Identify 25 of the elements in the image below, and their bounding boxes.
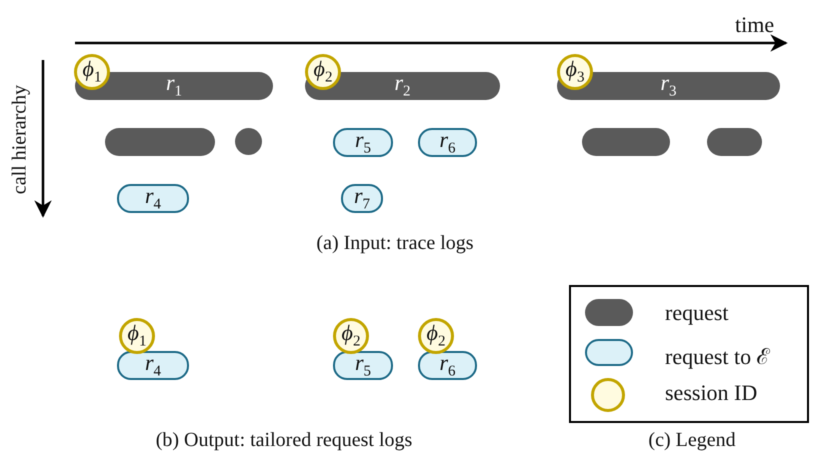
request-bar — [707, 128, 762, 156]
request-to-e-bar: r$_{5}$ — [333, 351, 393, 380]
request-to-e-bar: r$_{6}$ — [418, 351, 477, 380]
session-id-circle: ϕ$_{1}$ — [119, 318, 155, 354]
request-bar — [105, 128, 215, 156]
legend-label: session ID — [665, 380, 758, 406]
caption: (c) Legend — [647, 429, 737, 452]
axis-label: time — [735, 12, 774, 38]
session-id-circle: ϕ$_{3}$ — [557, 54, 593, 90]
session-id-circle: ϕ$_{2}$ — [305, 54, 341, 90]
caption: (b) Output: tailored request logs — [154, 429, 414, 452]
request-to-e-bar: r$_{6}$ — [418, 128, 477, 157]
legend-label: request — [665, 300, 729, 326]
request-bar — [582, 128, 670, 156]
legend-label: request to ℰ — [665, 343, 770, 370]
request-to-e-bar: r$_{4}$ — [117, 184, 189, 213]
session-id-circle: ϕ$_{2}$ — [333, 318, 369, 354]
request-dot — [235, 128, 262, 155]
request-to-e-bar: r$_{7}$ — [341, 184, 383, 213]
request-to-e-bar: r$_{5}$ — [333, 128, 393, 157]
session-id-circle: ϕ$_{1}$ — [74, 54, 110, 90]
request-to-e-bar: r$_{4}$ — [117, 351, 189, 380]
axis-label: call hierarchy — [8, 84, 32, 196]
caption: (a) Input: trace logs — [315, 232, 475, 255]
session-id-circle: ϕ$_{2}$ — [418, 318, 454, 354]
